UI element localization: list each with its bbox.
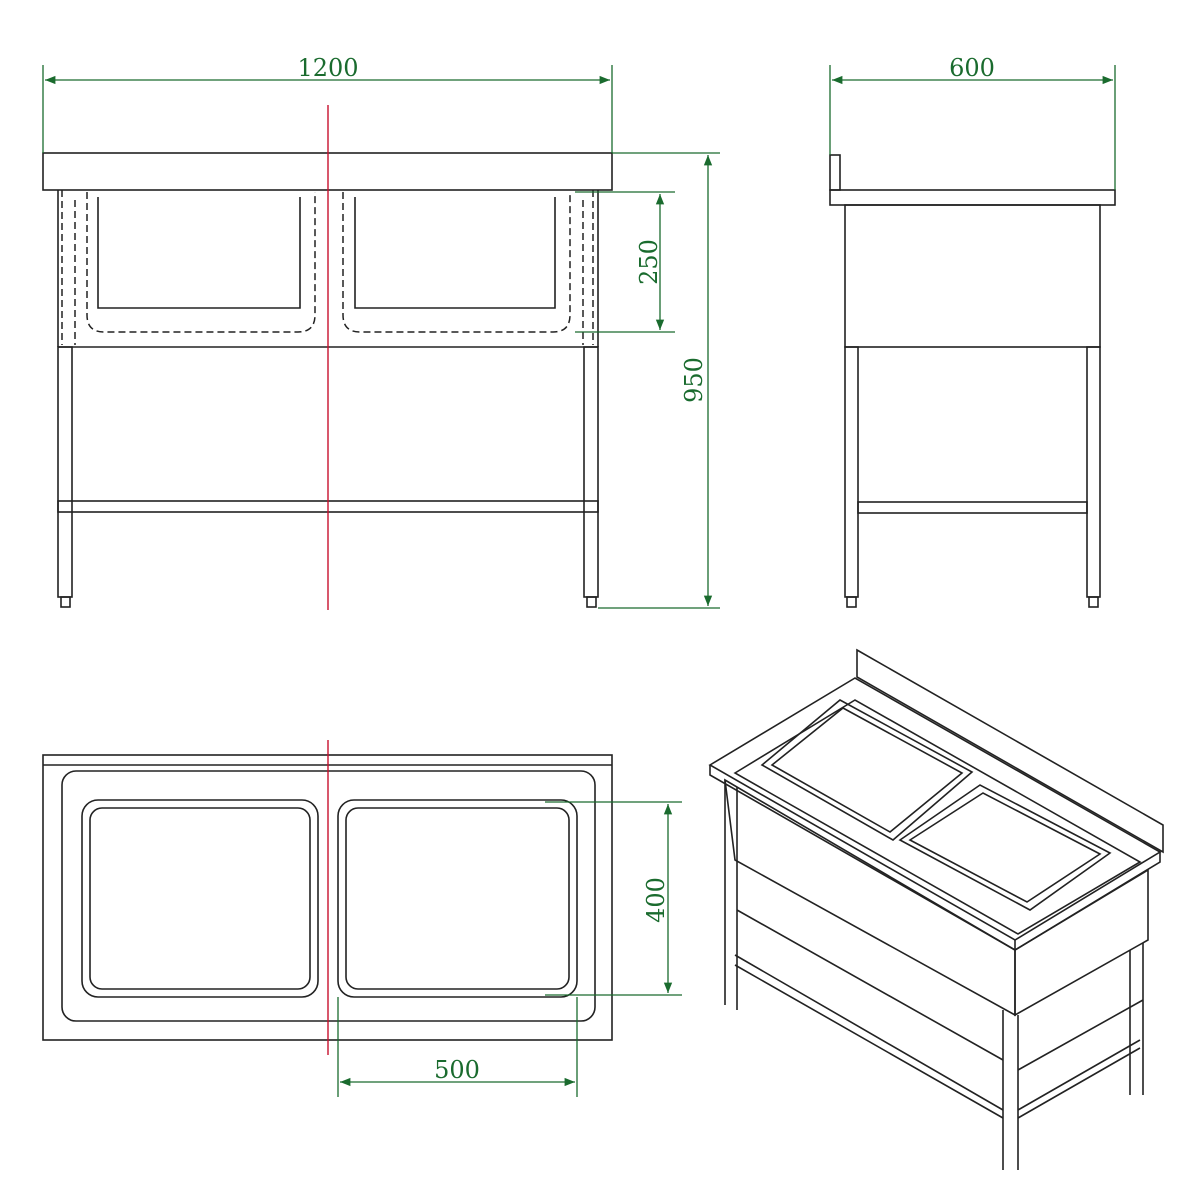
dim-400: 400 bbox=[545, 801, 682, 996]
right-basin bbox=[337, 799, 578, 998]
isometric-view bbox=[708, 648, 1164, 1170]
front-view: 1200 250 950 bbox=[42, 54, 720, 610]
dim-label-400: 400 bbox=[642, 877, 670, 923]
dim-600: 600 bbox=[829, 54, 1116, 190]
iso-right-basin bbox=[898, 784, 1112, 911]
dim-950: 950 bbox=[598, 152, 720, 609]
iso-backsplash bbox=[856, 648, 1164, 854]
dim-label-950: 950 bbox=[680, 357, 708, 403]
dim-label-250: 250 bbox=[635, 239, 663, 285]
dim-500: 500 bbox=[337, 997, 578, 1097]
left-basin bbox=[81, 799, 319, 998]
dim-label-500: 500 bbox=[434, 1056, 480, 1084]
dim-250: 250 bbox=[575, 191, 675, 333]
side-view: 600 bbox=[829, 54, 1116, 608]
dim-label-600: 600 bbox=[949, 54, 995, 82]
top-view: 400 500 bbox=[42, 740, 682, 1097]
backsplash bbox=[829, 154, 841, 191]
left-basin-hidden bbox=[86, 192, 316, 333]
dim-1200: 1200 bbox=[42, 54, 613, 153]
right-basin-hidden bbox=[342, 192, 571, 333]
dim-label-1200: 1200 bbox=[297, 54, 358, 82]
iso-left-basin bbox=[760, 699, 974, 841]
